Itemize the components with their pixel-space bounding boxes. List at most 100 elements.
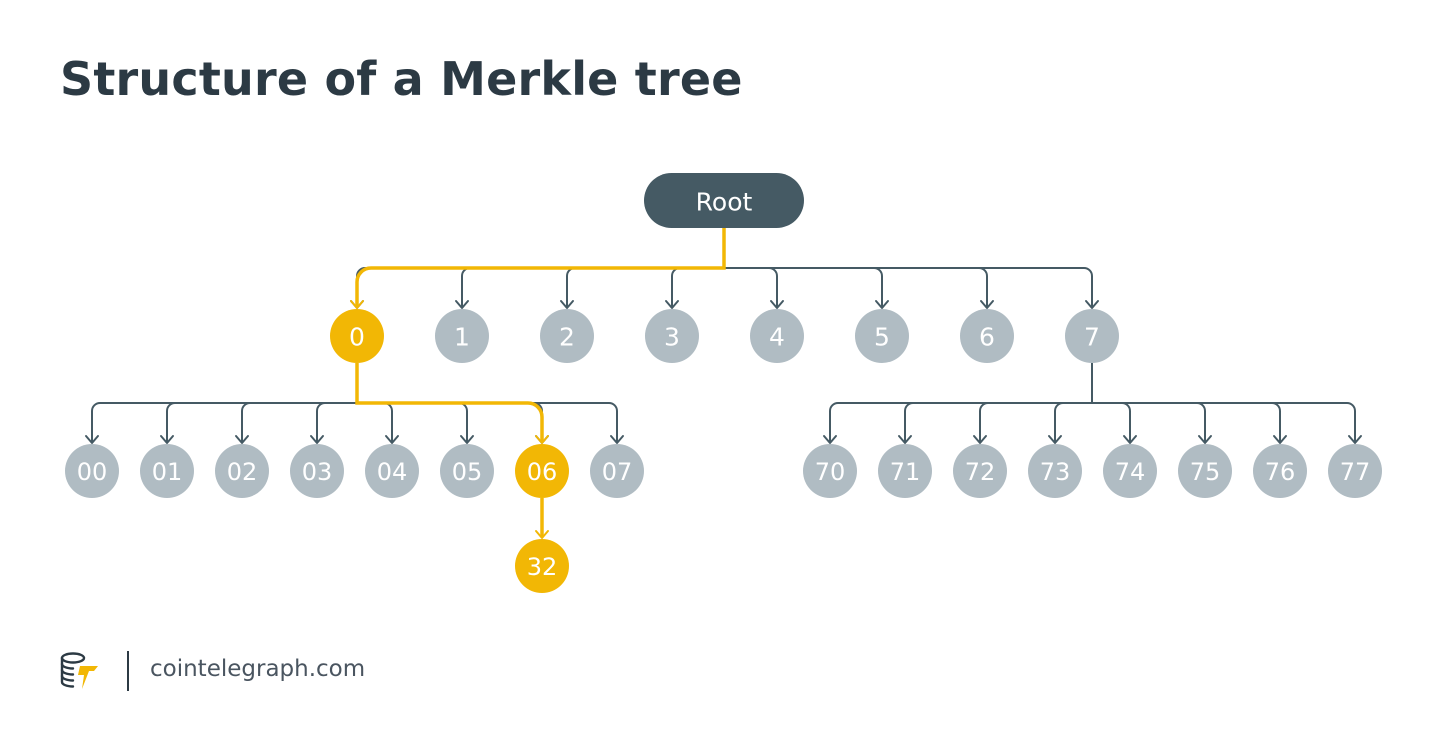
node-07-circle xyxy=(590,444,644,498)
node-4-circle xyxy=(750,309,804,363)
footer-site-link[interactable]: cointelegraph.com xyxy=(150,656,366,682)
node-4-label: 4 xyxy=(769,323,785,352)
node7-to-children-edge-3 xyxy=(1054,402,1064,442)
root-to-level1-arrow-3 xyxy=(665,300,679,309)
node0-to-children-arrow-1 xyxy=(160,435,174,444)
root-to-level1-arrow-4 xyxy=(770,300,784,309)
node7-to-children-arrow-2 xyxy=(973,435,987,444)
node7-to-children-edge-6 xyxy=(1271,402,1281,442)
root-to-level1-arrow-2 xyxy=(560,300,574,309)
node-76-circle xyxy=(1253,444,1307,498)
root-to-level1-arrow-6 xyxy=(980,300,994,309)
node-04-circle xyxy=(365,444,419,498)
node-75-label: 75 xyxy=(1190,458,1221,486)
node-77: 77 xyxy=(1328,444,1382,498)
node-1: 1 xyxy=(435,309,489,363)
node7-to-children-arrow-3 xyxy=(1048,435,1062,444)
node-70: 70 xyxy=(803,444,857,498)
node-02: 02 xyxy=(215,444,269,498)
node-32-circle xyxy=(515,539,569,593)
node-04: 04 xyxy=(365,444,419,498)
node0-to-children-edge-3 xyxy=(316,402,326,442)
node-70-label: 70 xyxy=(815,458,846,486)
node-2-label: 2 xyxy=(559,323,575,352)
node7-to-children-edge-2 xyxy=(979,402,989,442)
node-74-circle xyxy=(1103,444,1157,498)
node-05: 05 xyxy=(440,444,494,498)
node-00-label: 00 xyxy=(77,458,108,486)
node7-to-children-arrow-0 xyxy=(823,435,837,444)
node-04-label: 04 xyxy=(377,458,408,486)
root-node: Root xyxy=(644,173,804,228)
node-7-label: 7 xyxy=(1084,323,1100,352)
root-to-level1-arrow-5 xyxy=(875,300,889,309)
node0-to-children-arrow-2 xyxy=(235,435,249,444)
node-03: 03 xyxy=(290,444,344,498)
node-2-circle xyxy=(540,309,594,363)
node7-to-children-arrow-7 xyxy=(1348,435,1362,444)
node0-to-children-arrow-0 xyxy=(85,435,99,444)
node-7: 7 xyxy=(1065,309,1119,363)
node-73-label: 73 xyxy=(1040,458,1071,486)
highlight-0-to-06 xyxy=(355,363,544,442)
node-07-label: 07 xyxy=(602,458,633,486)
node-32-label: 32 xyxy=(527,553,558,581)
node-7-circle xyxy=(1065,309,1119,363)
highlight-arrow-06 xyxy=(535,435,549,444)
node-5-circle xyxy=(855,309,909,363)
node7-to-children-edge-0 xyxy=(829,402,839,442)
root-to-level1-edge-7 xyxy=(1083,267,1093,307)
node-0: 0 xyxy=(330,309,384,363)
node-75-circle xyxy=(1178,444,1232,498)
cointelegraph-logo-icon xyxy=(60,652,98,689)
node-6: 6 xyxy=(960,309,1014,363)
node-06: 06 xyxy=(515,444,569,498)
node-75: 75 xyxy=(1178,444,1232,498)
node-0-circle xyxy=(330,309,384,363)
node-1-circle xyxy=(435,309,489,363)
root-to-level1-edge-4 xyxy=(768,267,778,307)
node7-to-children-arrow-5 xyxy=(1198,435,1212,444)
node-00: 00 xyxy=(65,444,119,498)
node7-to-children-arrow-1 xyxy=(898,435,912,444)
node-01: 01 xyxy=(140,444,194,498)
node-05-circle xyxy=(440,444,494,498)
node7-to-children-edge-1 xyxy=(904,402,914,442)
node-77-circle xyxy=(1328,444,1382,498)
highlight-arrow-0 xyxy=(350,300,364,309)
node-77-label: 77 xyxy=(1340,458,1371,486)
node-72-circle xyxy=(953,444,1007,498)
node0-to-children-edge-0 xyxy=(91,402,101,442)
node-73-circle xyxy=(1028,444,1082,498)
node-1-label: 1 xyxy=(454,323,470,352)
root-node-label: Root xyxy=(696,188,753,217)
node0-to-children-arrow-7 xyxy=(610,435,624,444)
node0-to-children-arrow-3 xyxy=(310,435,324,444)
node7-to-children-edge-5 xyxy=(1196,402,1206,442)
node-74: 74 xyxy=(1103,444,1157,498)
node7-to-children-edge-4 xyxy=(1121,402,1131,442)
node-02-label: 02 xyxy=(227,458,258,486)
node-06-label: 06 xyxy=(527,458,558,486)
node-07: 07 xyxy=(590,444,644,498)
node-32: 32 xyxy=(515,539,569,593)
node-71: 71 xyxy=(878,444,932,498)
node-6-circle xyxy=(960,309,1014,363)
node7-to-children-arrow-4 xyxy=(1123,435,1137,444)
node-2: 2 xyxy=(540,309,594,363)
node-71-label: 71 xyxy=(890,458,921,486)
node-3: 3 xyxy=(645,309,699,363)
node-01-circle xyxy=(140,444,194,498)
node-5: 5 xyxy=(855,309,909,363)
node-05-label: 05 xyxy=(452,458,483,486)
highlighted-path xyxy=(350,228,726,539)
node-72-label: 72 xyxy=(965,458,996,486)
highlight-arrow-32 xyxy=(535,530,549,539)
node-02-circle xyxy=(215,444,269,498)
node-01-label: 01 xyxy=(152,458,183,486)
root-to-level1-arrow-1 xyxy=(455,300,469,309)
node-76: 76 xyxy=(1253,444,1307,498)
footer-divider xyxy=(127,651,129,691)
node-03-label: 03 xyxy=(302,458,333,486)
node-03-circle xyxy=(290,444,344,498)
